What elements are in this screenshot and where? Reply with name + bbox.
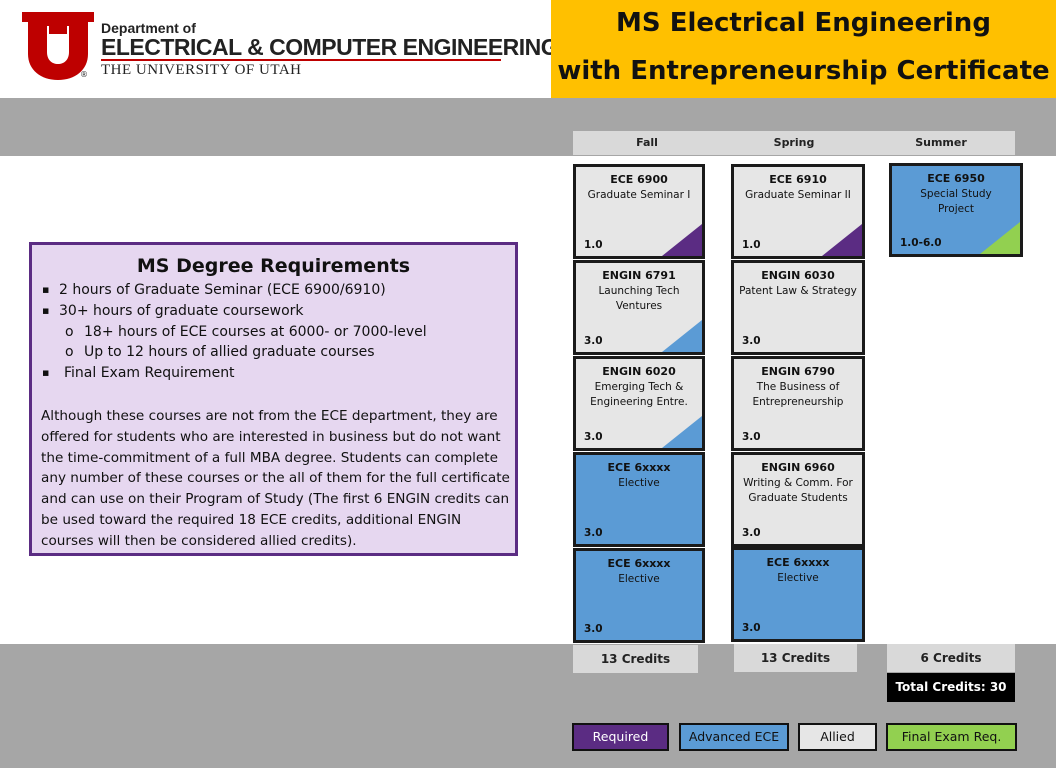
course-credits: 3.0 <box>584 431 603 443</box>
course-credits: 3.0 <box>742 622 761 634</box>
course-credits: 3.0 <box>742 335 761 347</box>
bullet-square-icon: ▪ <box>42 283 50 296</box>
course-name: Special Study Project <box>920 188 992 215</box>
course-card-ece-elective: ECE 6xxxx Elective 3.0 <box>573 548 705 643</box>
course-card-ece-elective: ECE 6xxxx Elective 3.0 <box>573 452 705 547</box>
course-credits: 3.0 <box>742 527 761 539</box>
course-code: ECE 6910 <box>769 173 827 186</box>
fall-credits-total: 13 Credits <box>573 645 698 673</box>
course-credits: 1.0 <box>742 239 761 251</box>
course-credits: 1.0 <box>584 239 603 251</box>
university-u-logo-icon <box>22 12 94 80</box>
course-credits: 3.0 <box>584 335 603 347</box>
course-code: ENGIN 6030 <box>761 269 835 282</box>
course-card-ece-6900: ECE 6900 Graduate Seminar I 1.0 <box>573 164 705 259</box>
requirement-item: 2 hours of Graduate Seminar (ECE 6900/69… <box>59 282 386 298</box>
university-name: THE UNIVERSITY OF UTAH <box>101 62 302 78</box>
course-code: ENGIN 6960 <box>761 461 835 474</box>
requirement-subitem: 18+ hours of ECE courses at 6000- or 700… <box>84 324 427 340</box>
spring-credits-total: 13 Credits <box>734 644 857 672</box>
course-credits: 3.0 <box>584 623 603 635</box>
course-credits: 1.0-6.0 <box>900 237 942 249</box>
column-header-summer: Summer <box>867 131 1015 155</box>
bullet-circle-icon: o <box>65 324 74 340</box>
course-name: Elective <box>618 573 660 585</box>
requirement-subitem: Up to 12 hours of allied graduate course… <box>84 344 375 360</box>
bottom-band <box>0 644 1056 768</box>
course-code: ECE 6950 <box>927 172 985 185</box>
course-code: ENGIN 6791 <box>602 269 676 282</box>
column-header-spring: Spring <box>721 131 867 155</box>
legend-allied: Allied <box>798 723 877 751</box>
advanced-ece-marker-icon <box>662 320 702 352</box>
final-exam-marker-icon <box>980 222 1020 254</box>
department-name: ELECTRICAL & COMPUTER ENGINEERING <box>101 34 559 60</box>
course-name: Graduate Seminar I <box>587 189 691 201</box>
course-code: ENGIN 6790 <box>761 365 835 378</box>
total-credits: Total Credits: 30 <box>887 673 1015 702</box>
degree-requirements-panel: MS Degree Requirements ▪ 2 hours of Grad… <box>29 242 518 556</box>
department-logo: Department of ELECTRICAL & COMPUTER ENGI… <box>22 12 559 84</box>
course-card-engin-6030: ENGIN 6030 Patent Law & Strategy 3.0 <box>731 260 865 355</box>
course-code: ECE 6xxxx <box>607 461 671 474</box>
department-of-text: Department of <box>101 20 196 36</box>
requirement-item: Final Exam Requirement <box>64 365 235 381</box>
requirement-item: 30+ hours of graduate coursework <box>59 303 304 319</box>
legend-final-exam: Final Exam Req. <box>886 723 1017 751</box>
course-code: ECE 6xxxx <box>607 557 671 570</box>
course-card-ece-6950: ECE 6950 Special Study Project 1.0-6.0 <box>889 163 1023 257</box>
course-credits: 3.0 <box>584 527 603 539</box>
title-line-1: MS Electrical Engineering <box>616 8 991 38</box>
logo-rule <box>101 59 501 61</box>
course-card-engin-6791: ENGIN 6791 Launching Tech Ventures 3.0 <box>573 260 705 355</box>
course-name: Patent Law & Strategy <box>739 285 857 297</box>
course-name: Elective <box>618 477 660 489</box>
requirements-heading: MS Degree Requirements <box>136 255 411 277</box>
course-card-engin-6960: ENGIN 6960 Writing & Comm. For Graduate … <box>731 452 865 547</box>
legend-advanced-ece: Advanced ECE <box>679 723 789 751</box>
required-marker-icon <box>662 224 702 256</box>
required-marker-icon <box>822 224 862 256</box>
course-name: Writing & Comm. For Graduate Students <box>743 477 853 504</box>
course-credits: 3.0 <box>742 431 761 443</box>
bullet-square-icon: ▪ <box>42 304 50 317</box>
summer-credits-total: 6 Credits <box>887 644 1015 672</box>
course-code: ECE 6xxxx <box>766 556 830 569</box>
course-code: ENGIN 6020 <box>602 365 676 378</box>
course-name: Graduate Seminar II <box>745 189 851 201</box>
page-title: MS Electrical Engineering with Entrepren… <box>551 0 1056 98</box>
course-code: ECE 6900 <box>610 173 668 186</box>
bullet-square-icon: ▪ <box>42 366 50 379</box>
course-name: Launching Tech Ventures <box>598 285 680 312</box>
course-name: Elective <box>777 572 819 584</box>
bullet-circle-icon: o <box>65 344 74 360</box>
requirements-paragraph: Although these courses are not from the … <box>41 408 510 549</box>
title-line-2: with Entrepreneurship Certificate <box>557 56 1050 86</box>
course-name: Emerging Tech & Engineering Entre. <box>590 381 688 408</box>
column-header-fall: Fall <box>573 131 721 155</box>
course-card-engin-6020: ENGIN 6020 Emerging Tech & Engineering E… <box>573 356 705 451</box>
legend-required: Required <box>572 723 669 751</box>
course-card-ece-elective: ECE 6xxxx Elective 3.0 <box>731 547 865 642</box>
course-card-engin-6790: ENGIN 6790 The Business of Entrepreneurs… <box>731 356 865 451</box>
course-card-ece-6910: ECE 6910 Graduate Seminar II 1.0 <box>731 164 865 259</box>
advanced-ece-marker-icon <box>662 416 702 448</box>
registered-mark: ® <box>80 70 88 79</box>
course-name: The Business of Entrepreneurship <box>752 381 844 408</box>
